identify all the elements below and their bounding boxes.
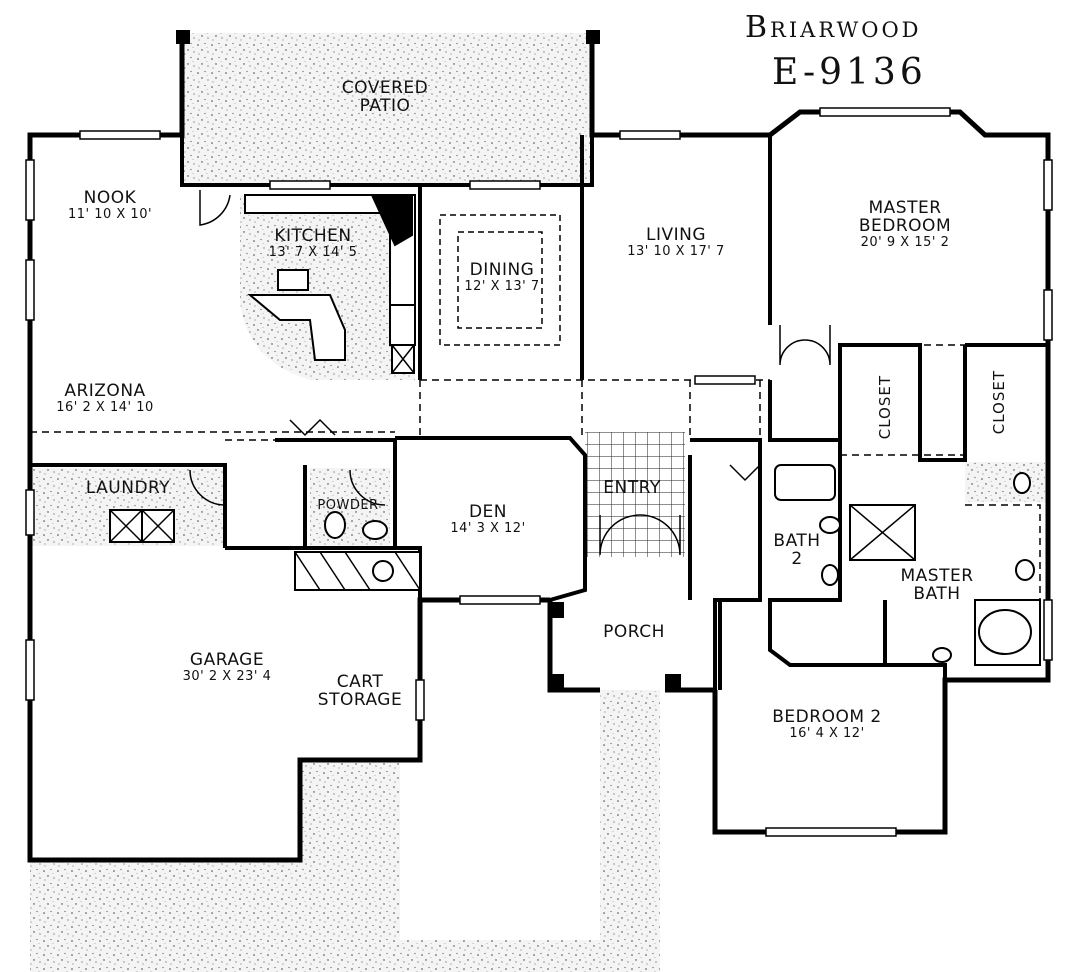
room-label-arizona: ARIZONA xyxy=(64,381,146,401)
room-den: DEN 14' 3 X 12' xyxy=(450,502,526,536)
door-swings xyxy=(189,190,831,556)
room-dims-living: 13' 10 X 17' 7 xyxy=(627,243,725,259)
walkway xyxy=(400,690,660,972)
room-dims-master-bedroom: 20' 9 X 15' 2 xyxy=(860,234,950,250)
room-dims-dining: 12' X 13' 7 xyxy=(464,278,540,294)
room-laundry: LAUNDRY xyxy=(85,478,171,498)
plan-title: Briarwood xyxy=(745,10,922,45)
room-label-bedroom2: BEDROOM 2 xyxy=(772,707,882,727)
kitchen-counter-floor xyxy=(240,195,415,380)
room-living: LIVING 13' 10 X 17' 7 xyxy=(627,225,725,259)
room-porch: PORCH xyxy=(603,622,665,642)
dining-table-outline xyxy=(439,214,561,346)
room-garage: GARAGE 30' 2 X 23' 4 xyxy=(182,650,272,684)
room-label-porch: PORCH xyxy=(603,622,665,642)
room-cart-storage: CART STORAGE xyxy=(317,672,403,710)
powder-fixtures xyxy=(324,511,388,540)
room-label-den: DEN xyxy=(468,502,508,522)
room-powder: POWDER xyxy=(317,499,378,513)
laundry-appliances xyxy=(109,509,175,543)
room-label-garage: GARAGE xyxy=(189,650,265,670)
room-label-laundry: LAUNDRY xyxy=(85,478,171,498)
master-bath-floor xyxy=(965,462,1045,502)
garage-storage-cabinets xyxy=(294,551,421,591)
room-label-covered-patio-1: COVERED xyxy=(341,78,429,98)
room-dining: DINING 12' X 13' 7 xyxy=(464,260,540,294)
room-bedroom2: BEDROOM 2 16' 4 X 12' xyxy=(772,707,882,741)
room-dims-den: 14' 3 X 12' xyxy=(450,520,526,536)
kitchen-fixtures xyxy=(244,194,416,374)
entry-tile xyxy=(585,432,685,557)
room-label-bath2-1: BATH xyxy=(773,531,821,551)
bath2-fixtures xyxy=(774,464,841,586)
room-label-kitchen: KITCHEN xyxy=(274,226,352,246)
room-entry: ENTRY xyxy=(603,478,661,498)
patio-posts xyxy=(176,30,600,44)
room-label-master-bath-1: MASTER xyxy=(900,566,974,586)
room-dims-arizona: 16' 2 X 14' 10 xyxy=(56,399,154,415)
room-label-closet-right: CLOSET xyxy=(990,370,1008,435)
room-label-master-bedroom-2: BEDROOM xyxy=(858,215,952,236)
room-master-bath: MASTER BATH xyxy=(900,566,974,604)
room-dims-bedroom2: 16' 4 X 12' xyxy=(789,725,865,741)
room-dims-garage: 30' 2 X 23' 4 xyxy=(182,668,272,684)
dashed-openings xyxy=(30,344,1041,665)
covered-patio-slab xyxy=(182,33,592,185)
room-label-nook: NOOK xyxy=(83,188,137,208)
room-bath2: BATH 2 xyxy=(773,531,821,569)
room-label-bath2-2: 2 xyxy=(791,548,803,569)
room-master-bedroom: MASTER BEDROOM 20' 9 X 15' 2 xyxy=(858,198,952,250)
room-label-cart-storage-1: CART xyxy=(336,672,384,692)
porch-columns xyxy=(548,602,681,690)
room-label-covered-patio-2: PATIO xyxy=(359,95,411,116)
room-arizona: ARIZONA 16' 2 X 14' 10 xyxy=(56,381,154,415)
room-kitchen: KITCHEN 13' 7 X 14' 5 xyxy=(268,226,358,260)
room-label-closet-left: CLOSET xyxy=(876,375,894,440)
room-label-living: LIVING xyxy=(645,225,707,245)
room-dims-kitchen: 13' 7 X 14' 5 xyxy=(268,244,358,260)
room-nook: NOOK 11' 10 X 10' xyxy=(67,188,153,222)
plan-code: E-9136 xyxy=(772,52,927,93)
driveway xyxy=(30,690,660,972)
room-label-master-bath-2: BATH xyxy=(913,583,961,604)
room-label-cart-storage-2: STORAGE xyxy=(317,689,403,710)
room-label-entry: ENTRY xyxy=(603,478,661,498)
windows xyxy=(25,107,1053,837)
room-covered-patio: COVERED PATIO xyxy=(341,78,429,116)
room-label-dining: DINING xyxy=(469,260,535,280)
room-label-master-bedroom-1: MASTER xyxy=(868,198,942,218)
room-label-powder: POWDER xyxy=(317,498,379,513)
interior-walls xyxy=(30,135,1048,690)
room-dims-nook: 11' 10 X 10' xyxy=(67,206,153,222)
master-bath-fixtures xyxy=(849,472,1041,666)
